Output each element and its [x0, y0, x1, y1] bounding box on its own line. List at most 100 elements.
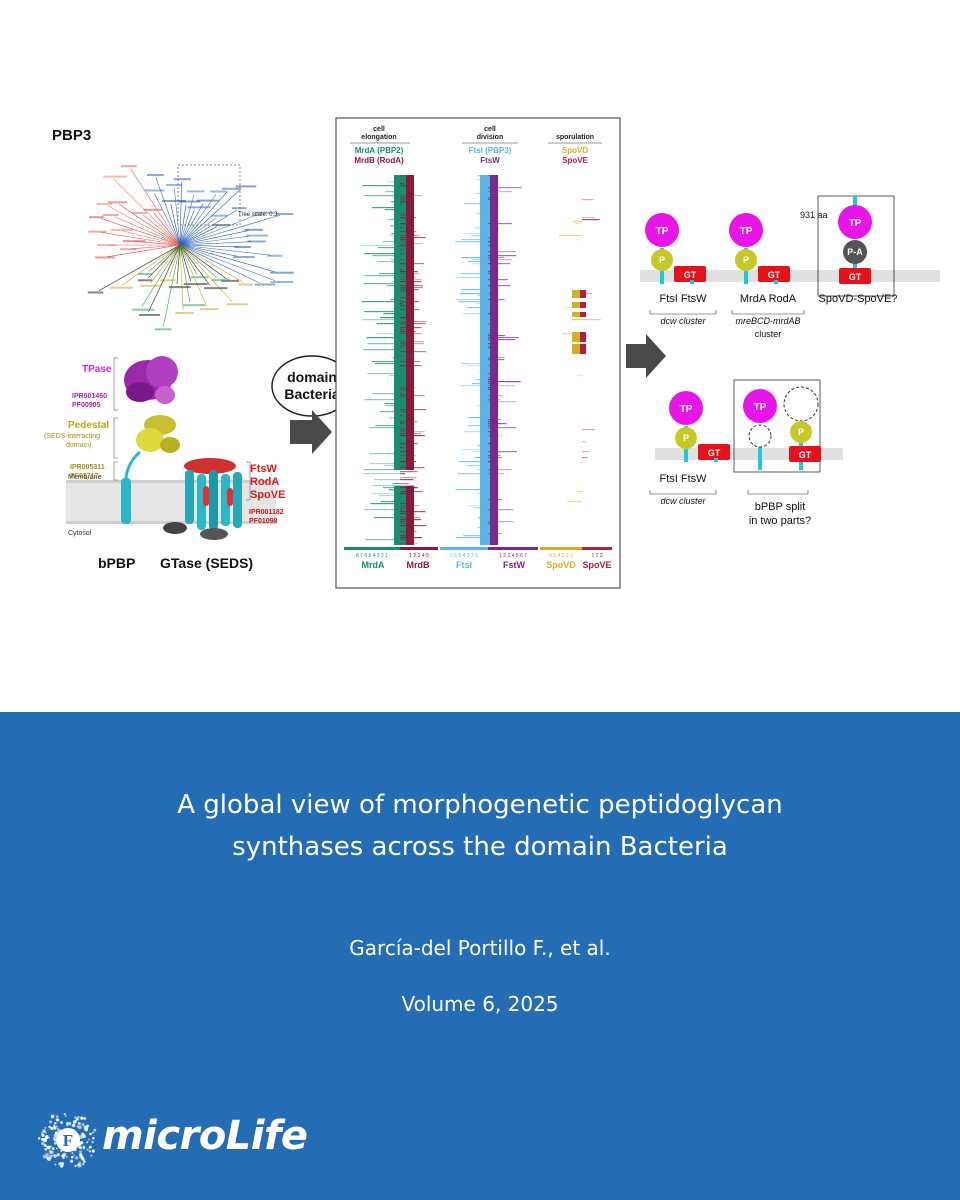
heatmap-row: [396, 449, 400, 451]
heatmap-row: [488, 389, 491, 391]
heatmap-row: [400, 297, 407, 299]
heatmap-row: [399, 325, 400, 327]
header-mrdb: MrdB (RodA): [354, 156, 404, 165]
heatmap-row: [372, 255, 400, 257]
logo-dot: [92, 1131, 94, 1134]
tree-branch: [179, 214, 281, 246]
heatmap-row: [486, 491, 488, 493]
gtase-label: GTase (SEDS): [160, 555, 253, 571]
heatmap-row: [400, 245, 407, 247]
logo-dot: [51, 1147, 55, 1151]
heatmap-row: [400, 539, 414, 541]
tree-branch: [179, 244, 239, 248]
p-domain: [651, 249, 673, 271]
heatmap-row: [488, 359, 505, 361]
heatmap-row: [394, 211, 400, 213]
group-header-division-1: cell: [484, 126, 496, 133]
heatmap-row: [455, 299, 488, 301]
heatmap-row: [455, 537, 488, 539]
heatmap: [360, 175, 601, 545]
tree-branch: [179, 203, 204, 246]
tree-branch: [132, 244, 181, 250]
heatmap-row: [400, 231, 417, 233]
heatmap-row: [466, 465, 488, 467]
tree-leaf-label: [143, 208, 162, 211]
heatmap-row: [480, 319, 488, 321]
heatmap-row: [488, 273, 496, 275]
names-top-2: MrdA RodA: [740, 293, 797, 305]
tree-leaf-label: [183, 283, 208, 286]
heatmap-row: [400, 185, 414, 187]
heatmap-row: [389, 299, 400, 301]
axis-label-spove: SpoVE: [582, 560, 611, 570]
logo-dot: [83, 1161, 86, 1163]
header-spove: SpoVE: [562, 156, 588, 165]
heatmap-row: [462, 313, 488, 315]
heatmap-row: [486, 393, 488, 395]
logo-dot: [52, 1136, 57, 1141]
logo-dot: [47, 1136, 50, 1139]
tree-branch: [98, 244, 181, 291]
tree-leaf-label: [234, 246, 251, 249]
heatmap-row: [400, 203, 403, 205]
heatmap-row: [488, 335, 505, 337]
tree-branch: [179, 182, 182, 246]
header-ftsi: FtsI (PBP3): [469, 146, 512, 155]
heatmap-row: [371, 361, 400, 363]
heatmap-row: [361, 301, 400, 303]
tree-leaf-label: [137, 272, 153, 275]
tree-branch: [107, 244, 181, 258]
tree-branch: [155, 177, 181, 246]
tree-leaf-label: [211, 279, 230, 282]
tree-branch: [179, 244, 233, 302]
heatmap-row: [363, 253, 400, 255]
heatmap-row: [400, 537, 422, 539]
heatmap-row: [488, 357, 505, 359]
heatmap-row: [400, 355, 403, 357]
tree-leaf-label: [221, 187, 240, 190]
bubble-line-1: domain: [287, 369, 337, 385]
heatmap-row: [488, 523, 491, 525]
heatmap-row: [400, 249, 404, 251]
tpase-id-1: IPR001460: [72, 393, 107, 400]
heatmap-row: [366, 337, 400, 339]
tree-leaf-label: [203, 287, 228, 290]
pa-domain: [843, 240, 867, 264]
tree-branch: [174, 188, 181, 246]
heatmap-row: [488, 457, 503, 459]
logo-dot: [78, 1161, 82, 1165]
heatmap-spo-block: [580, 312, 586, 317]
heatmap-row: [582, 199, 594, 201]
heatmap-row: [400, 277, 416, 279]
heatmap-row: [482, 251, 488, 253]
heatmap-row: [400, 333, 422, 335]
heatmap-row: [488, 245, 497, 247]
tp-domain-label: TP: [680, 404, 693, 415]
tree-leaf-label: [270, 271, 294, 274]
heatmap-row: [460, 293, 488, 295]
heatmap-row: [384, 405, 400, 407]
heatmap-row: [471, 259, 488, 261]
heatmap-row: [400, 289, 419, 291]
heatmap-row: [386, 285, 400, 287]
heatmap-row: [400, 253, 409, 255]
logo-dot: [91, 1149, 95, 1153]
p-domain-label: P: [683, 433, 689, 443]
header-ftsw: FtsW: [480, 156, 500, 165]
heatmap-row: [400, 361, 421, 363]
heatmap-row: [400, 531, 417, 533]
heatmap-row: [488, 455, 501, 457]
tree-leaf-label: [131, 308, 155, 311]
gt-box: [698, 444, 730, 460]
heatmap-row: [488, 313, 498, 315]
tp-domain: [838, 205, 872, 239]
heatmap-row: [482, 305, 488, 307]
heatmap-row: [397, 491, 400, 493]
heatmap-row: [398, 297, 400, 299]
heatmap-row: [474, 457, 488, 459]
tree-branch: [163, 244, 181, 327]
heatmap-row: [461, 363, 488, 365]
logo-dot: [50, 1126, 54, 1130]
heatmap-row: [400, 259, 404, 261]
heatmap-row: [488, 199, 493, 201]
